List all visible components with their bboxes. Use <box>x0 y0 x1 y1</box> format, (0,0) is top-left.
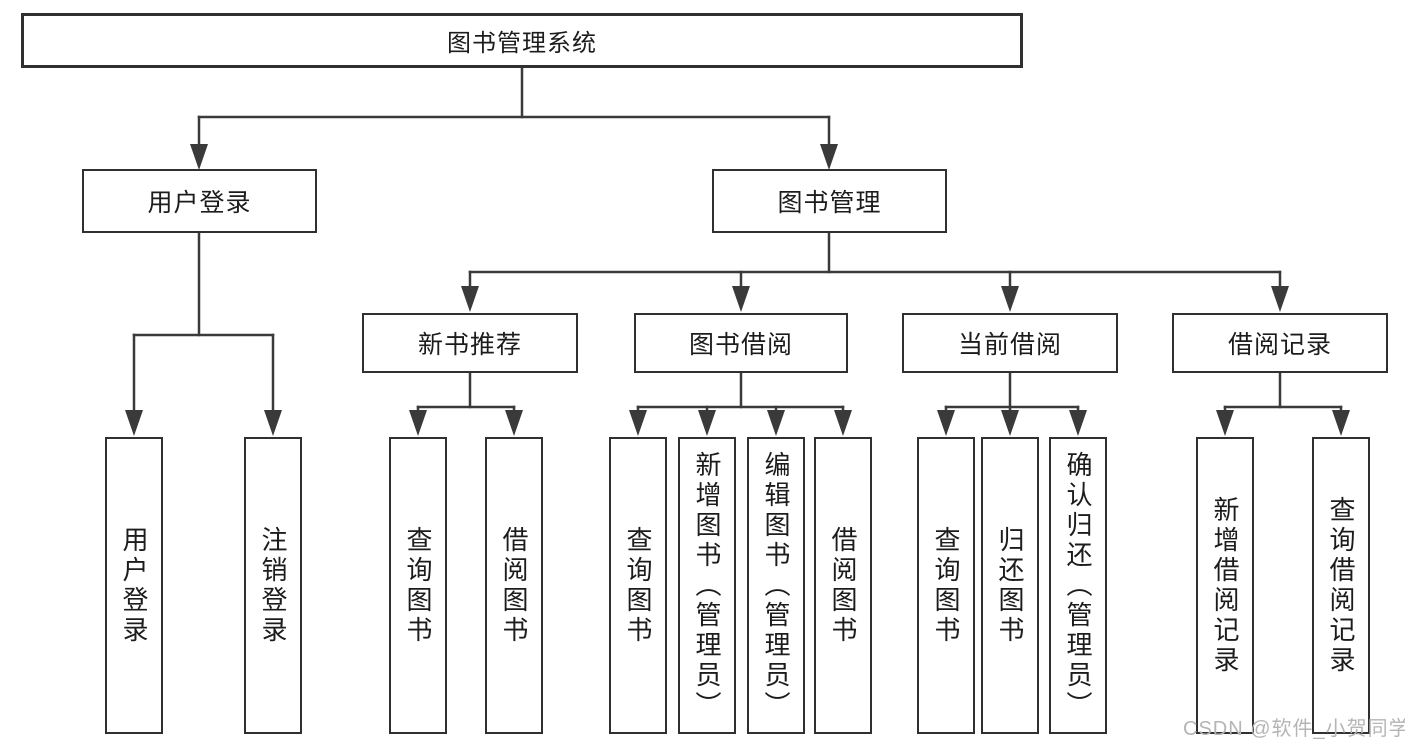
node-leaf-query-books-borrow: 查询图书 <box>609 437 667 734</box>
node-new-book-recommend: 新书推荐 <box>362 313 578 373</box>
node-leaf-borrow-books-recommend: 借阅图书 <box>485 437 543 734</box>
arrowheads <box>125 144 1350 436</box>
node-label: 用户登录 <box>119 525 149 646</box>
node-root: 图书管理系统 <box>21 13 1023 68</box>
node-leaf-confirm-return-admin: 确认归还（管理员） <box>1049 437 1107 734</box>
node-label: 编辑图书（管理员） <box>761 450 791 721</box>
node-leaf-user-login: 用户登录 <box>105 437 163 734</box>
node-borrow-record: 借阅记录 <box>1172 313 1388 373</box>
node-label: 归还图书 <box>995 525 1025 646</box>
node-label: 查询图书 <box>403 525 433 646</box>
node-leaf-logout: 注销登录 <box>244 437 302 734</box>
node-book-borrow: 图书借阅 <box>634 313 848 373</box>
node-label: 新书推荐 <box>417 331 522 359</box>
node-leaf-borrow-books: 借阅图书 <box>814 437 872 734</box>
node-leaf-add-books-admin: 新增图书（管理员） <box>678 437 736 734</box>
node-label: 新增图书（管理员） <box>692 450 722 721</box>
node-leaf-add-borrow-record: 新增借阅记录 <box>1196 437 1254 734</box>
csdn-watermark: CSDN @软件_小贺同学 <box>1183 718 1405 740</box>
node-label: 借阅图书 <box>828 525 858 646</box>
node-leaf-return-books: 归还图书 <box>981 437 1039 734</box>
node-label: 注销登录 <box>258 525 288 646</box>
node-leaf-edit-books-admin: 编辑图书（管理员） <box>747 437 805 734</box>
node-label: 图书管理 <box>777 189 882 217</box>
node-book-management: 图书管理 <box>712 169 947 233</box>
node-user-login-branch: 用户登录 <box>82 169 317 233</box>
node-label: 借阅记录 <box>1227 331 1332 359</box>
node-leaf-query-books-recommend: 查询图书 <box>389 437 447 734</box>
node-label: 查询图书 <box>623 525 653 646</box>
node-label: 确认归还（管理员） <box>1063 450 1093 721</box>
node-label: 查询借阅记录 <box>1326 495 1356 676</box>
node-leaf-query-books-current: 查询图书 <box>917 437 975 734</box>
node-root-label: 图书管理系统 <box>447 30 597 57</box>
node-leaf-query-borrow-record: 查询借阅记录 <box>1312 437 1370 734</box>
node-current-borrow: 当前借阅 <box>902 313 1118 373</box>
node-label: 用户登录 <box>147 189 252 217</box>
node-label: 查询图书 <box>931 525 961 646</box>
node-label: 图书借阅 <box>688 331 793 359</box>
node-label: 当前借阅 <box>957 331 1062 359</box>
node-label: 借阅图书 <box>499 525 529 646</box>
node-label: 新增借阅记录 <box>1210 495 1240 676</box>
